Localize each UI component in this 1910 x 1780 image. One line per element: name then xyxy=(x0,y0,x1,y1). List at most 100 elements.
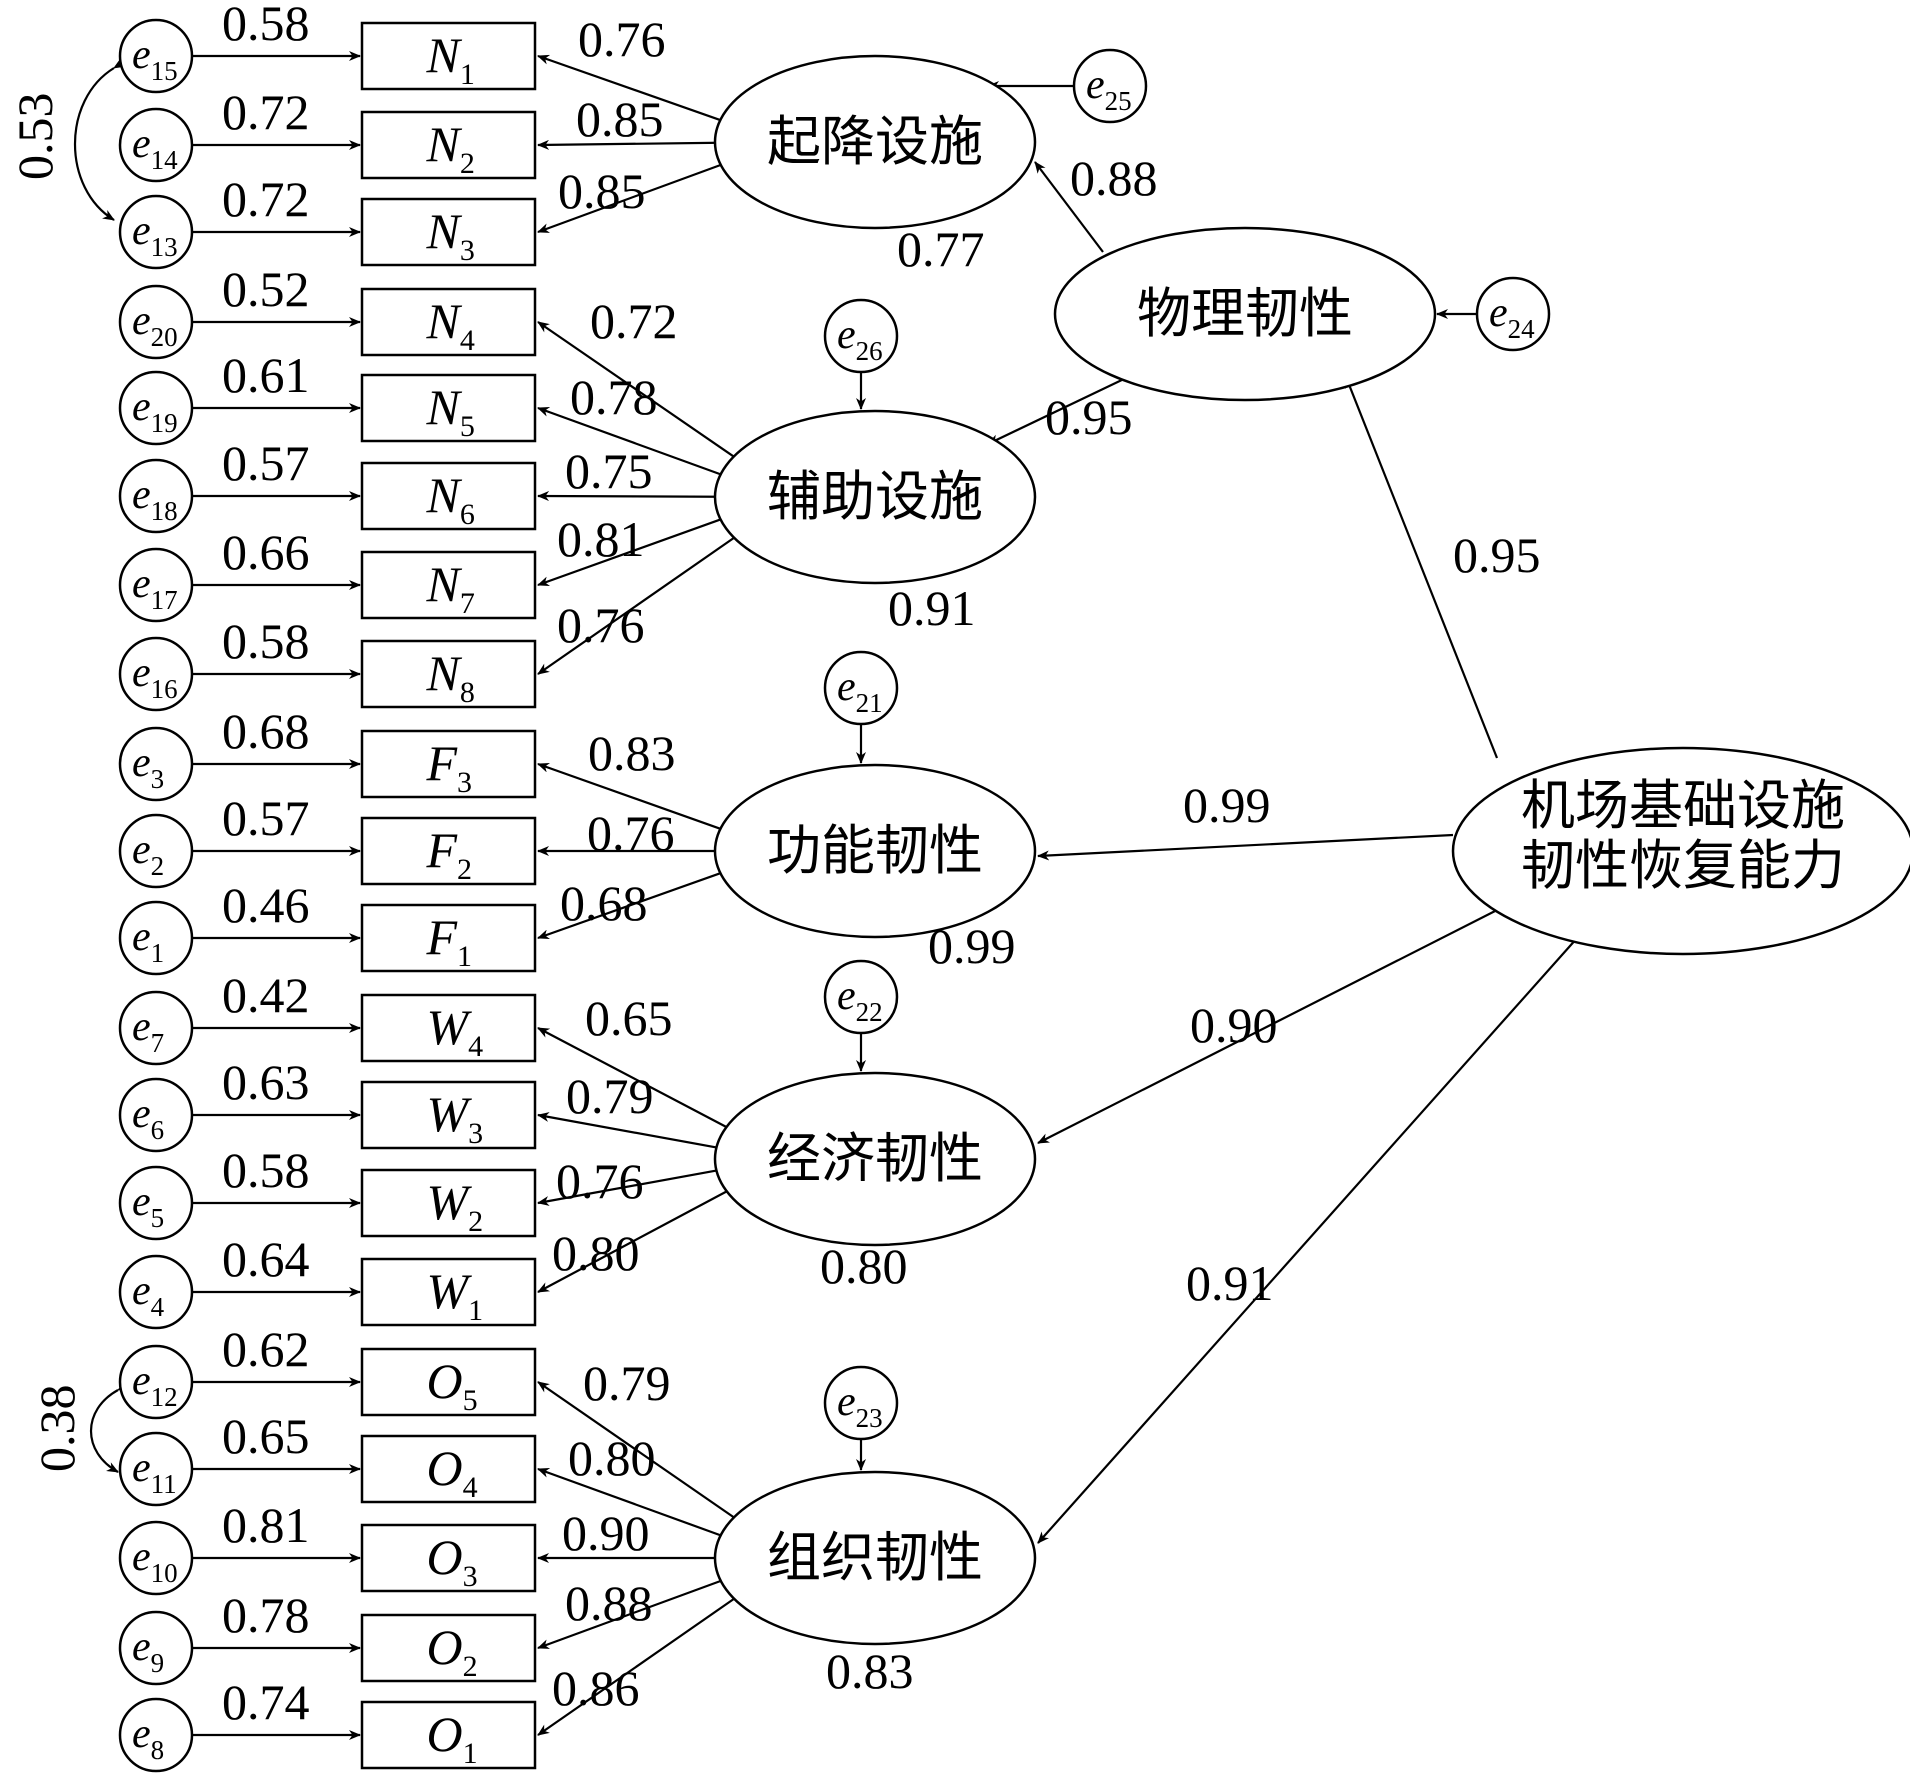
indicator-n2-box: N2 xyxy=(360,110,537,180)
indicator-n7-error: e17 xyxy=(118,547,194,623)
indicator-w2-rect xyxy=(360,1168,537,1238)
indicator-n2-error-loading: 0.72 xyxy=(222,84,310,140)
indicator-o2-error-circle xyxy=(118,1610,194,1686)
indicator-w3-error-subscript: 6 xyxy=(151,1115,165,1145)
indicator-w1-error-subscript: 4 xyxy=(151,1292,165,1322)
indicator-w2-subscript: 2 xyxy=(468,1205,483,1238)
indicator-n7-rect xyxy=(360,550,537,620)
indicator-n4-error-loading: 0.52 xyxy=(222,261,310,317)
factor-jingji-to-w1 xyxy=(537,1188,731,1293)
indicator-n1-rect xyxy=(360,21,537,91)
indicator-n2-rect xyxy=(360,110,537,180)
indicator-o2-error-label: e9 xyxy=(132,1624,164,1678)
indicator-f3-rect xyxy=(360,729,537,799)
root-to-gongneng-path xyxy=(1037,833,1454,861)
indicator-n2-error-subscript: 14 xyxy=(151,145,179,175)
indicator-f3-error-loading: 0.68 xyxy=(222,703,310,759)
indicator-f1-error: e1 xyxy=(118,900,194,976)
physical-to-fuzhu-coefficient: 0.95 xyxy=(1045,389,1133,445)
factor-qijiang-ellipse xyxy=(713,54,1037,230)
indicator-o3-factor-loading: 0.90 xyxy=(562,1505,650,1561)
indicator-w4-error-circle xyxy=(118,990,194,1066)
indicator-n3-label: N3 xyxy=(426,203,475,267)
indicator-n2-subscript: 2 xyxy=(460,147,475,180)
indicator-f3-error-subscript: 3 xyxy=(151,764,165,794)
indicator-n8-error: e16 xyxy=(118,636,194,712)
indicator-n8-error-subscript: 16 xyxy=(151,674,178,704)
indicator-o1-error: e8 xyxy=(118,1697,194,1773)
factor-qijiang-error-circle xyxy=(1072,48,1148,124)
factor-fuzhu-error-circle xyxy=(823,298,899,374)
covariance-e12-e11-value: 0.38 xyxy=(29,1385,85,1473)
indicator-n1-subscript: 1 xyxy=(460,58,475,91)
indicator-w1-error: e4 xyxy=(118,1254,194,1330)
physical-to-qijiang-coefficient: 0.88 xyxy=(1070,150,1158,206)
indicator-n4-error-circle xyxy=(118,284,194,360)
factor-zuzhi-to-o4 xyxy=(537,1467,726,1538)
indicator-n2-error-circle xyxy=(118,107,194,183)
root-to-physical-coefficient: 0.95 xyxy=(1453,527,1541,583)
indicator-n8-subscript: 8 xyxy=(460,676,475,709)
indicator-o2-error: e9 xyxy=(118,1610,194,1686)
indicator-o4-error-subscript: 11 xyxy=(151,1469,177,1499)
indicator-o2-error-loading: 0.78 xyxy=(222,1587,310,1643)
factor-gongneng-error: e21 xyxy=(823,650,899,726)
indicator-w1-rect xyxy=(360,1257,537,1327)
indicator-o1-box: O1 xyxy=(360,1700,537,1770)
indicator-o3-box: O3 xyxy=(360,1523,537,1593)
indicator-n1-box: N1 xyxy=(360,21,537,91)
indicator-n7-error-loading: 0.66 xyxy=(222,524,310,580)
physical-label: 物理韧性 xyxy=(1137,282,1353,345)
indicator-n3-box: N3 xyxy=(360,197,537,267)
factor-qijiang-label: 起降设施 xyxy=(767,110,983,173)
indicator-n7-box: N7 xyxy=(360,550,537,620)
physical-error-subscript: 24 xyxy=(1508,314,1536,344)
indicator-w3-error: e6 xyxy=(118,1077,194,1153)
indicator-f3-subscript: 3 xyxy=(457,766,472,799)
indicator-o1-error-circle xyxy=(118,1697,194,1773)
indicator-w2-error: e5 xyxy=(118,1165,194,1241)
indicator-n4-error: e20 xyxy=(118,284,194,360)
indicator-o5-rect xyxy=(360,1347,537,1417)
factor-gongneng-to-f1 xyxy=(537,870,726,940)
factor-fuzhu-to-n7 xyxy=(537,516,726,587)
factor-fuzhu-error-subscript: 26 xyxy=(856,336,883,366)
indicator-n5-factor-loading: 0.78 xyxy=(570,369,658,425)
factor-gongneng-error-subscript: 21 xyxy=(856,688,883,718)
indicator-o5-error-loading: 0.62 xyxy=(222,1321,310,1377)
indicator-w1-factor-loading: 0.80 xyxy=(552,1225,640,1281)
indicator-o2-factor-loading: 0.88 xyxy=(565,1575,653,1631)
indicator-o5-error-subscript: 12 xyxy=(151,1382,178,1412)
covariance-e12-e11 xyxy=(89,1380,131,1473)
indicator-n1-error-loading: 0.58 xyxy=(222,0,310,51)
indicator-f1-rect xyxy=(360,903,537,973)
indicator-f2-box: F2 xyxy=(360,816,537,886)
indicator-n6-box: N6 xyxy=(360,461,537,531)
factor-fuzhu-label: 辅助设施 xyxy=(767,465,983,528)
indicator-o1-rect xyxy=(360,1700,537,1770)
indicator-o3-rect xyxy=(360,1523,537,1593)
covariance-e15-e13-value: 0.53 xyxy=(7,93,63,181)
indicator-n8-rect xyxy=(360,639,537,709)
factor-jingji-to-w2 xyxy=(537,1168,722,1206)
indicator-f3-error: e3 xyxy=(118,726,194,802)
indicator-n6-subscript: 6 xyxy=(460,498,475,531)
indicator-f1-error-loading: 0.46 xyxy=(222,877,310,933)
covariance-e15-e13 xyxy=(74,57,126,221)
factor-jingji-to-w3 xyxy=(537,1112,722,1150)
indicator-f2-factor-loading: 0.76 xyxy=(587,805,675,861)
indicator-w4-subscript: 4 xyxy=(468,1030,483,1063)
indicator-w4-factor-loading: 0.65 xyxy=(585,990,673,1046)
indicator-f3-error-circle xyxy=(118,726,194,802)
indicator-w2-error-subscript: 5 xyxy=(151,1203,165,1233)
indicator-f1-error-subscript: 1 xyxy=(151,938,165,968)
factor-qijiang-r-squared: 0.77 xyxy=(897,221,985,277)
indicator-f1-label: F1 xyxy=(426,909,473,973)
indicator-n1-error-subscript: 15 xyxy=(151,56,178,86)
indicator-f2-error: e2 xyxy=(118,813,194,889)
factor-gongneng-r-squared: 0.99 xyxy=(928,918,1016,974)
indicator-o1-subscript: 1 xyxy=(463,1737,478,1770)
indicator-n7-error-subscript: 17 xyxy=(151,585,178,615)
indicator-n6-error-subscript: 18 xyxy=(151,496,178,526)
indicator-w3-factor-loading: 0.79 xyxy=(566,1068,654,1124)
